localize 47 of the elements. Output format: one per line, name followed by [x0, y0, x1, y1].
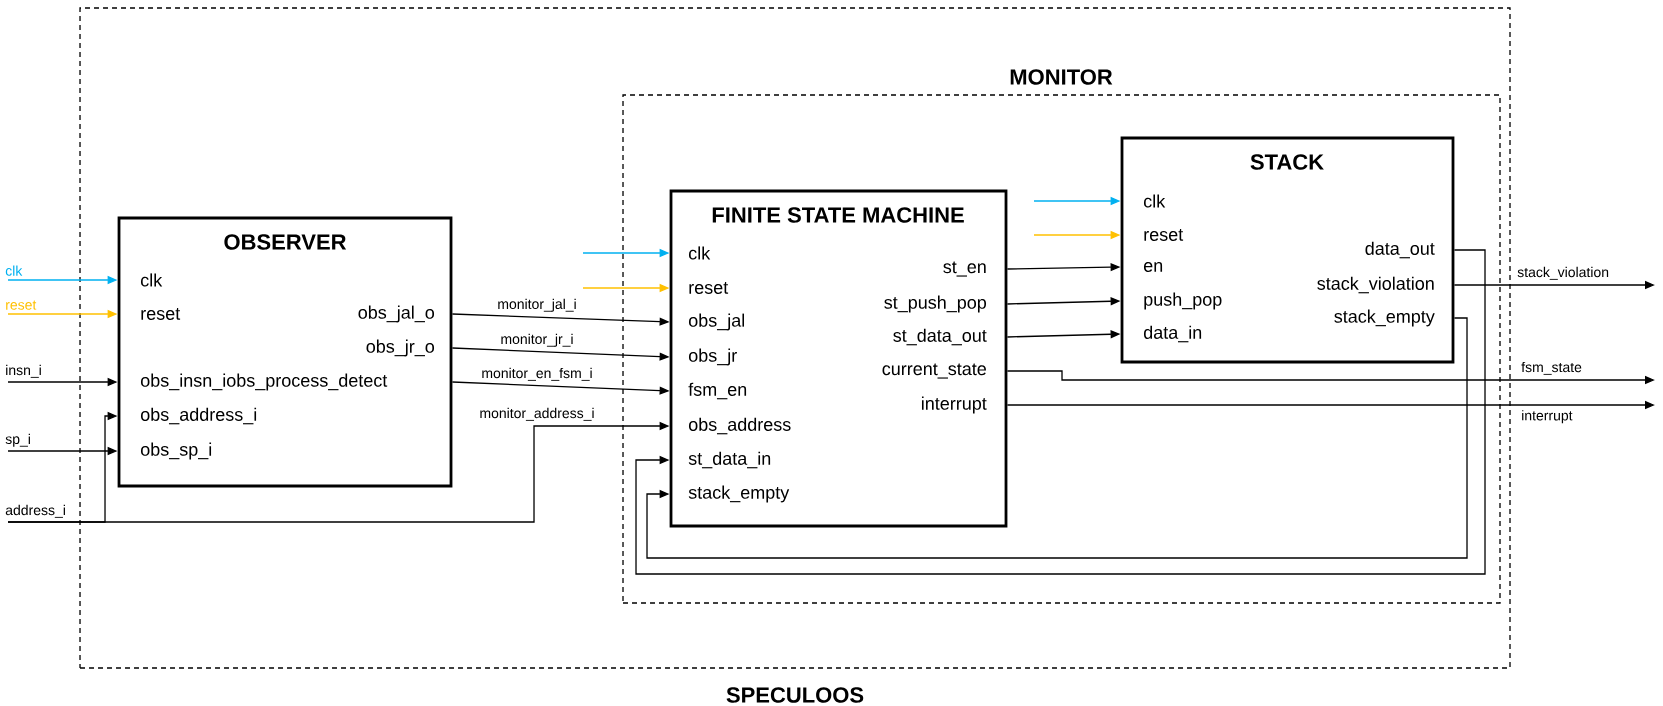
block-title: FINITE STATE MACHINE: [712, 207, 964, 223]
signal-arrow: [635, 249, 1486, 575]
port-label: stack_empty: [1334, 309, 1435, 327]
port-label: obs_sp_i: [140, 442, 212, 460]
signal-label: monitor_en_fsm_i: [480, 366, 594, 382]
signal-label: monitor_jal_i: [496, 297, 578, 313]
signal-label: clk: [4, 264, 24, 277]
port-label: data_in: [1143, 325, 1202, 343]
signal-label: reset: [4, 299, 38, 311]
port-label: obs_insn_iobs_process_detect: [140, 373, 388, 391]
signal-label: sp_i: [4, 432, 32, 448]
signal-arrow: [646, 317, 1468, 559]
port-label: obs_jal: [688, 313, 745, 331]
port-label: stack_empty: [688, 485, 790, 503]
port-label: reset: [1144, 229, 1184, 241]
port-label: reset: [689, 282, 729, 294]
port-label: obs_jr: [688, 348, 737, 366]
block-title: SPECULOOS: [726, 687, 864, 703]
port-label: st_data_in: [688, 451, 771, 469]
port-label: current_state: [882, 363, 986, 379]
port-label: obs_jal_o: [358, 305, 435, 323]
signal-label: stack_violation: [1516, 265, 1611, 281]
port-label: reset: [141, 308, 181, 320]
port-label: st_en: [943, 261, 986, 277]
signal-label: address_i: [4, 503, 67, 519]
block-title: STACK: [1250, 154, 1324, 170]
port-label: obs_jr_o: [366, 339, 435, 357]
port-label: stack_violation: [1317, 276, 1434, 294]
port-label: obs_address_i: [140, 407, 257, 425]
block-title: MONITOR: [1010, 69, 1113, 85]
port-label: clk: [141, 273, 163, 287]
port-label: fsm_en: [688, 382, 747, 400]
port-label: push_pop: [1144, 292, 1222, 310]
port-label: clk: [689, 246, 711, 260]
block-title: OBSERVER: [224, 234, 347, 250]
signal-label: interrupt: [1520, 409, 1574, 425]
port-label: clk: [1144, 194, 1166, 208]
port-label: obs_address: [688, 417, 791, 435]
signal-label: fsm_state: [1520, 360, 1583, 376]
signal-label: monitor_jr_i: [499, 332, 575, 348]
signal-label: insn_i: [4, 363, 43, 379]
port-label: en: [1144, 262, 1163, 272]
port-label: data_out: [1365, 241, 1435, 259]
port-label: interrupt: [922, 396, 987, 414]
signal-label: monitor_address_i: [478, 406, 596, 422]
port-label: st_data_out: [893, 328, 987, 346]
port-label: st_push_pop: [884, 295, 987, 313]
